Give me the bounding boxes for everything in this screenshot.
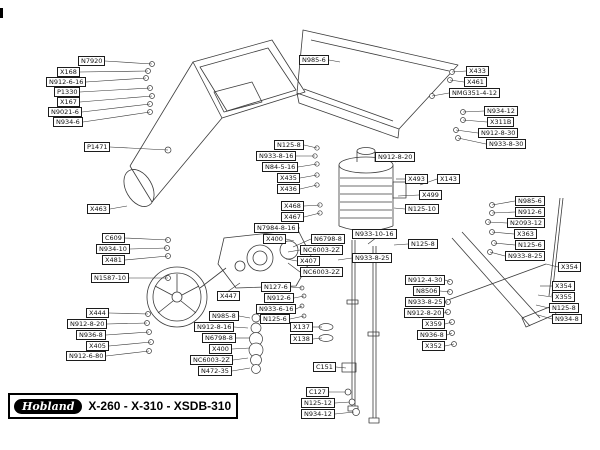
part-label: X444 bbox=[86, 308, 109, 318]
part-label: X143 bbox=[437, 174, 460, 184]
part-label: N933-8-25 bbox=[505, 251, 546, 261]
part-label: N912-6-16 bbox=[46, 77, 87, 87]
part-label: N934-6 bbox=[53, 117, 83, 127]
part-label: N912-8-20 bbox=[67, 319, 108, 329]
part-label: N912-4-30 bbox=[405, 275, 446, 285]
part-label: N936-8 bbox=[417, 330, 447, 340]
part-label: X493 bbox=[405, 174, 428, 184]
part-label: X499 bbox=[419, 190, 442, 200]
part-label: P1471 bbox=[84, 142, 111, 152]
part-label: X354 bbox=[558, 262, 581, 272]
part-label: N933-8-16 bbox=[256, 151, 297, 161]
part-label: N912-8-20 bbox=[375, 152, 416, 162]
part-label: N934-10 bbox=[96, 244, 130, 254]
part-label: X168 bbox=[57, 67, 80, 77]
part-label: X468 bbox=[281, 201, 304, 211]
part-label: X463 bbox=[87, 204, 110, 214]
part-label: N125-6 bbox=[515, 240, 545, 250]
part-label: N933-8-25 bbox=[405, 297, 446, 307]
part-label: N6798-8 bbox=[311, 234, 345, 244]
part-label: N125-12 bbox=[301, 398, 335, 408]
model-numbers: X-260 - X-310 - XSDB-310 bbox=[88, 399, 232, 413]
part-label: N9021-6 bbox=[48, 107, 82, 117]
part-label: N125-8 bbox=[549, 303, 579, 313]
part-label: N934-12 bbox=[301, 409, 335, 419]
part-label: N933-10-16 bbox=[352, 229, 397, 239]
part-label: N7920 bbox=[78, 56, 106, 66]
part-label: C609 bbox=[102, 233, 125, 243]
part-label: N985-6 bbox=[299, 55, 329, 65]
part-label: N912-6-80 bbox=[66, 351, 107, 361]
part-label: N125-8 bbox=[274, 140, 304, 150]
part-label: N125-10 bbox=[405, 204, 439, 214]
part-label: X467 bbox=[281, 212, 304, 222]
part-label: NC6003-2Z bbox=[300, 245, 343, 255]
part-label: X461 bbox=[464, 77, 487, 87]
brand-logo: Hobland bbox=[14, 398, 83, 414]
part-label: C127 bbox=[306, 387, 329, 397]
part-label: N1587-10 bbox=[91, 273, 130, 283]
part-label: N125-8 bbox=[408, 239, 438, 249]
part-label: X405 bbox=[86, 341, 109, 351]
part-label: X311B bbox=[487, 117, 515, 127]
part-label: N933-8-30 bbox=[486, 139, 527, 149]
part-label: N985-6 bbox=[515, 196, 545, 206]
part-label: N934-12 bbox=[484, 106, 518, 116]
part-label: P1330 bbox=[54, 87, 81, 97]
part-label: X400 bbox=[263, 234, 286, 244]
part-label: N6798-8 bbox=[202, 333, 236, 343]
part-label: N8506 bbox=[413, 286, 441, 296]
part-label: NC6003-2Z bbox=[300, 267, 343, 277]
part-label: C151 bbox=[313, 362, 336, 372]
part-label: N912-6 bbox=[515, 207, 545, 217]
part-label: X447 bbox=[217, 291, 240, 301]
page-edge-mark bbox=[0, 8, 3, 18]
part-label: N912-8-20 bbox=[404, 308, 445, 318]
part-label: N934-8 bbox=[552, 314, 582, 324]
part-label: N125-6 bbox=[260, 314, 290, 324]
part-label: N933-8-25 bbox=[352, 253, 393, 263]
title-block: Hobland X-260 - X-310 - XSDB-310 bbox=[8, 393, 238, 419]
part-label: X167 bbox=[57, 97, 80, 107]
part-label: X407 bbox=[297, 256, 320, 266]
part-label: NMG351-4-12 bbox=[449, 88, 501, 98]
part-label: N912-8-16 bbox=[194, 322, 235, 332]
part-label: N912-8-30 bbox=[478, 128, 519, 138]
part-label: N127-6 bbox=[261, 282, 291, 292]
part-label: X400 bbox=[209, 344, 232, 354]
part-label: N912-6 bbox=[264, 293, 294, 303]
part-label: N936-8 bbox=[76, 330, 106, 340]
part-label: X363 bbox=[514, 229, 537, 239]
part-label: N2093-12 bbox=[507, 218, 546, 228]
part-label: NC6003-2Z bbox=[190, 355, 233, 365]
part-label: N985-8 bbox=[209, 311, 239, 321]
part-label: X435 bbox=[277, 173, 300, 183]
part-label: N933-6-16 bbox=[256, 304, 297, 314]
part-label: N7984-8-16 bbox=[254, 223, 299, 233]
part-label: X352 bbox=[422, 341, 445, 351]
part-label: X355 bbox=[552, 292, 575, 302]
part-label: X359 bbox=[422, 319, 445, 329]
part-label: N84-5-16 bbox=[262, 162, 299, 172]
part-label: X138 bbox=[290, 334, 313, 344]
part-label: X481 bbox=[102, 255, 125, 265]
part-label: X354 bbox=[552, 281, 575, 291]
part-label: X436 bbox=[277, 184, 300, 194]
part-label: N472-35 bbox=[198, 366, 232, 376]
part-label: X137 bbox=[290, 322, 313, 332]
part-label: X433 bbox=[466, 66, 489, 76]
